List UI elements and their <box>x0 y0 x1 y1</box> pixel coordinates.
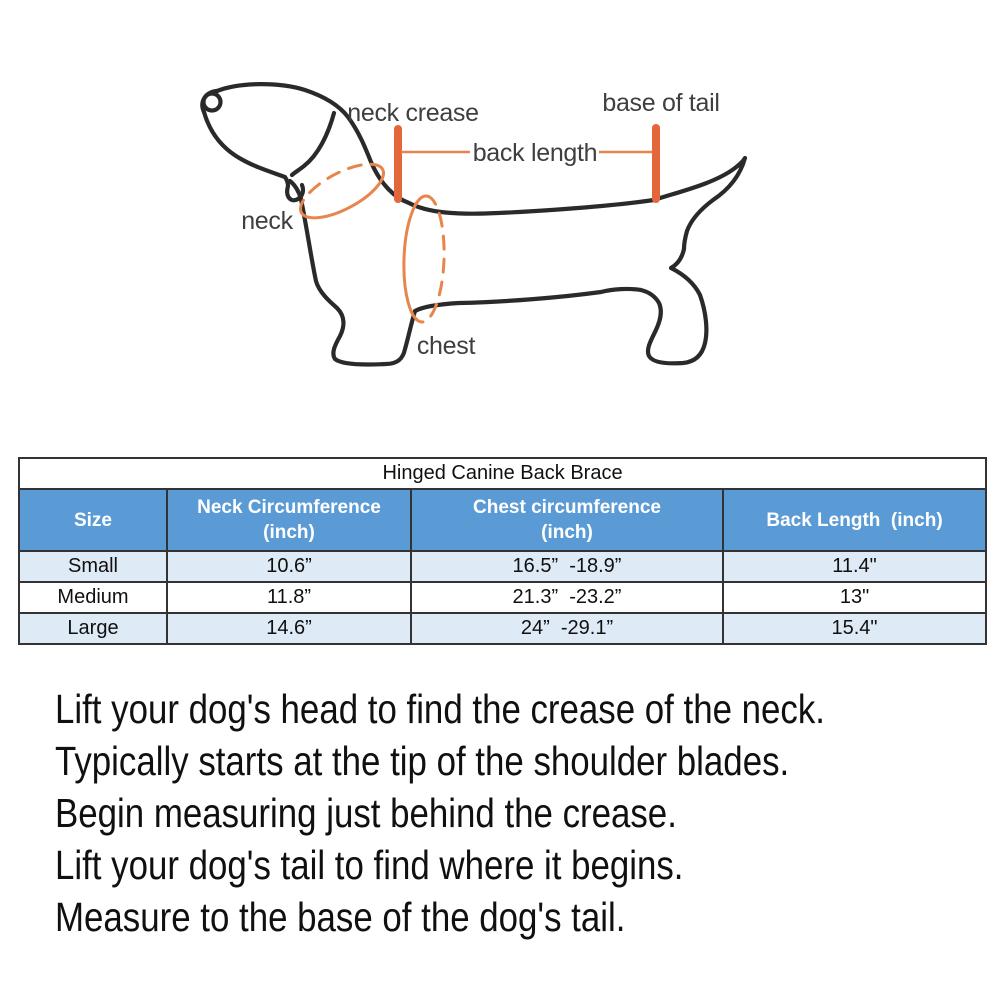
cell-back: 13" <box>721 581 988 614</box>
instruction-line: Measure to the base of the dog's tail. <box>55 894 626 940</box>
instruction-line: Typically starts at the tip of the shoul… <box>55 738 790 784</box>
chest-ellipse-dashed-arc <box>420 194 446 324</box>
table-row-large: Large 14.6” 24” -29.1” 15.4" <box>18 612 988 645</box>
cell-size: Large <box>18 612 168 645</box>
table-row-small: Small 10.6” 16.5” -18.9” 11.4" <box>18 550 988 583</box>
table-header-row: Size Neck Circumference (inch) Chest cir… <box>18 488 988 552</box>
header-size: Size <box>18 488 168 552</box>
cell-size: Medium <box>18 581 168 614</box>
measurement-instructions: Lift your dog's head to find the crease … <box>55 683 825 943</box>
table-row-medium: Medium 11.8” 21.3” -23.2” 13" <box>18 581 988 614</box>
neck-measure-ellipse <box>299 162 385 220</box>
chest-ellipse-solid-arc <box>402 194 428 324</box>
table-title: Hinged Canine Back Brace <box>17 457 988 490</box>
cell-chest: 24” -29.1” <box>410 612 724 645</box>
cell-size: Small <box>18 550 168 583</box>
header-neck-circumference: Neck Circumference (inch) <box>166 488 412 552</box>
cell-back: 11.4" <box>721 550 988 583</box>
back-length-label: back length <box>473 139 598 167</box>
neck-label: neck <box>241 207 293 235</box>
header-back-length: Back Length (inch) <box>721 488 988 552</box>
dog-muzzle-outline <box>200 88 306 203</box>
cell-chest: 21.3” -23.2” <box>410 581 724 614</box>
dog-ear-line <box>289 110 337 178</box>
instruction-line: Lift your dog's head to find the crease … <box>55 686 825 732</box>
cell-neck: 11.8” <box>166 581 412 614</box>
dog-measurement-diagram: neck crease base of tail back length nec… <box>200 82 748 367</box>
neck-crease-label: neck crease <box>347 99 479 127</box>
chest-measure-ellipse <box>402 194 446 324</box>
chest-label: chest <box>417 332 476 360</box>
instruction-line: Begin measuring just behind the crease. <box>55 790 677 836</box>
dog-nose-circle <box>201 91 223 113</box>
header-chest-circumference: Chest circumference (inch) <box>410 488 724 552</box>
instruction-line: Lift your dog's tail to find where it be… <box>55 842 684 888</box>
table-title-row: Hinged Canine Back Brace <box>17 457 988 490</box>
cell-chest: 16.5” -18.9” <box>410 550 724 583</box>
neck-ellipse-solid-arc <box>299 167 385 220</box>
cell-neck: 10.6” <box>166 550 412 583</box>
base-of-tail-label: base of tail <box>602 89 719 117</box>
cell-neck: 14.6” <box>166 612 412 645</box>
cell-back: 15.4" <box>721 612 988 645</box>
sizing-table: Hinged Canine Back Brace Size Neck Circu… <box>17 457 988 645</box>
dog-body-outline <box>214 82 748 367</box>
neck-ellipse-dashed-arc <box>299 162 385 215</box>
